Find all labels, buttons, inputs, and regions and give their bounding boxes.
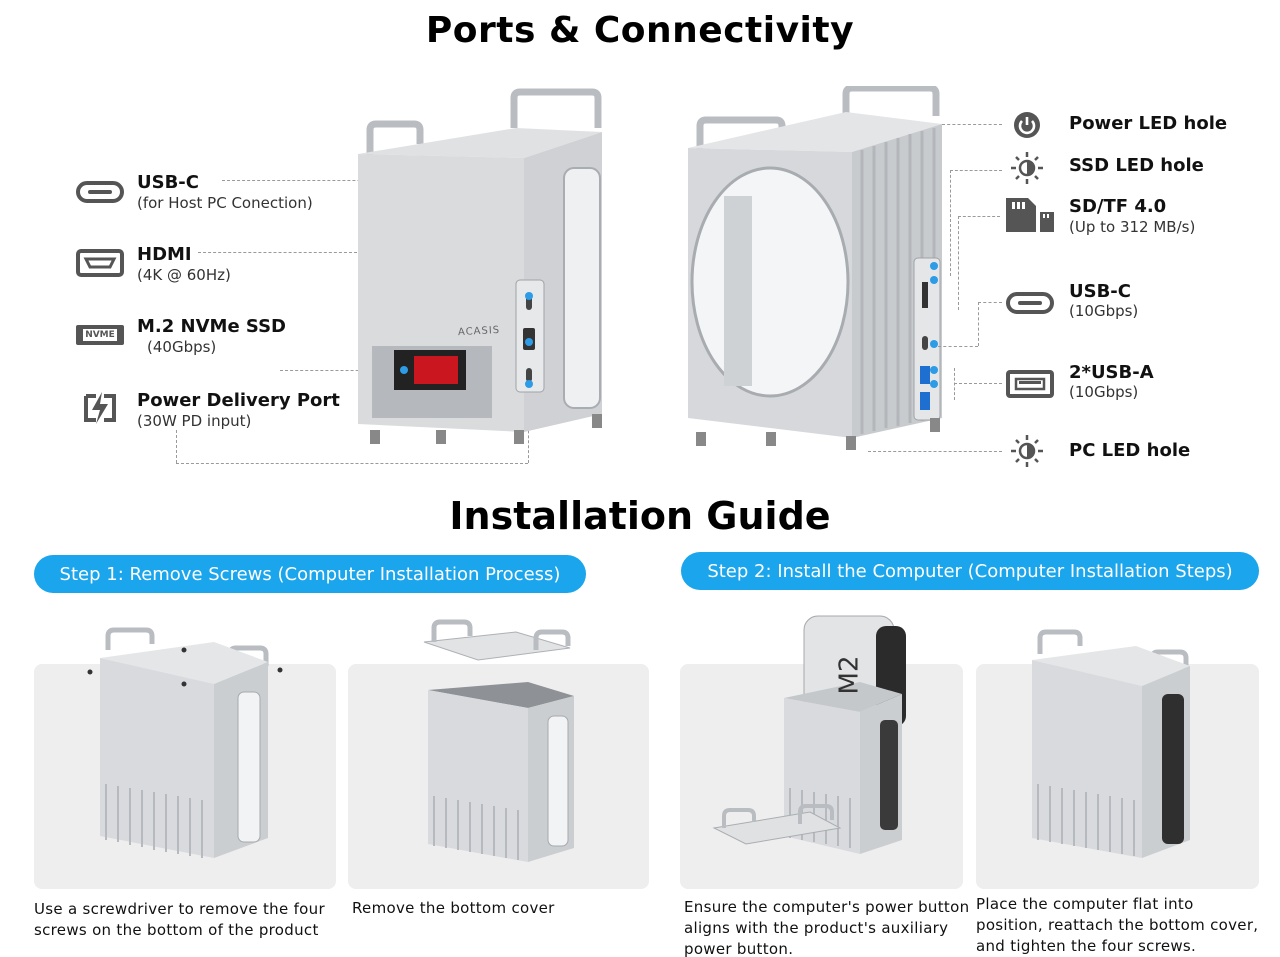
feature-name: M.2 NVMe SSD — [137, 316, 286, 337]
usb-c-port-icon — [1006, 290, 1054, 316]
step-card-reattach-cover — [976, 629, 1259, 889]
nvme-ssd-icon: NVME — [76, 324, 124, 346]
leader-line — [198, 252, 508, 253]
enclosure-front-view: ACASIS — [356, 88, 618, 446]
sd-card-icon — [1004, 196, 1056, 234]
usb-c-port-icon — [76, 178, 124, 206]
computer-label: M2 — [834, 655, 865, 695]
feature-name: USB-C — [1069, 281, 1131, 302]
feature-name: Power LED hole — [1069, 113, 1228, 134]
usb-a-port-icon — [1006, 370, 1054, 398]
feature-sub: (4K @ 60Hz) — [137, 266, 231, 284]
leader-line — [954, 383, 1002, 384]
leader-line — [950, 170, 951, 276]
step-2-banner: Step 2: Install the Computer (Computer I… — [681, 552, 1259, 590]
power-delivery-icon — [80, 390, 120, 426]
leader-line — [176, 463, 528, 464]
leader-line — [942, 124, 1002, 125]
feature-name: SSD LED hole — [1069, 155, 1204, 176]
leader-line — [280, 370, 404, 371]
leader-line — [868, 451, 1002, 452]
nvme-label: NVME — [83, 329, 117, 341]
led-icon — [1010, 434, 1044, 468]
caption-line: aligns with the product's auxiliary — [684, 919, 949, 937]
caption-step-1: Use a screwdriver to remove the four scr… — [34, 899, 325, 941]
step-card-remove-screws — [34, 627, 336, 889]
led-icon — [1010, 151, 1044, 185]
step-card-remove-cover — [348, 619, 649, 889]
caption-line: Ensure the computer's power button — [684, 898, 970, 916]
leader-line — [958, 216, 1000, 217]
feature-sub: (10Gbps) — [1069, 302, 1139, 320]
feature-sub: (40Gbps) — [147, 338, 217, 356]
feature-sub: (Up to 312 MB/s) — [1069, 218, 1196, 236]
feature-sub: (10Gbps) — [1069, 383, 1139, 401]
leader-line — [958, 216, 959, 310]
feature-name: USB-C — [137, 172, 199, 193]
feature-sub: (30W PD input) — [137, 412, 252, 430]
caption-line: power button. — [684, 940, 794, 957]
feature-name: 2*USB-A — [1069, 362, 1154, 383]
feature-name: SD/TF 4.0 — [1069, 196, 1167, 217]
leader-line — [950, 170, 1002, 171]
leader-line — [938, 346, 978, 347]
feature-name: Power Delivery Port — [137, 390, 340, 411]
feature-name: HDMI — [137, 244, 192, 265]
leader-line — [954, 368, 955, 400]
enclosure-side-view — [686, 84, 952, 454]
leader-line — [978, 302, 979, 346]
caption-line: and tighten the four screws. — [976, 937, 1197, 955]
caption-line: screws on the bottom of the product — [34, 921, 319, 939]
caption-step-2: Remove the bottom cover — [352, 898, 555, 919]
caption-step-3: Ensure the computer's power button align… — [684, 897, 969, 957]
brand-logo: ACASIS — [457, 324, 501, 339]
caption-line: Remove the bottom cover — [352, 899, 555, 917]
leader-line — [978, 302, 1002, 303]
install-title: Installation Guide — [449, 494, 831, 538]
feature-name: PC LED hole — [1069, 440, 1191, 461]
caption-line: position, reattach the bottom cover, — [976, 916, 1259, 934]
ports-title: Ports & Connectivity — [425, 10, 855, 51]
feature-sub: (for Host PC Conection) — [137, 194, 313, 212]
power-icon — [1012, 110, 1042, 140]
step-card-insert-computer: M2 — [680, 615, 963, 889]
leader-line — [176, 430, 177, 463]
hdmi-port-icon — [76, 248, 124, 278]
step-1-banner: Step 1: Remove Screws (Computer Installa… — [34, 555, 586, 593]
caption-line: Place the computer flat into — [976, 895, 1194, 913]
caption-step-4: Place the computer flat into position, r… — [976, 894, 1258, 957]
caption-line: Use a screwdriver to remove the four — [34, 900, 325, 918]
